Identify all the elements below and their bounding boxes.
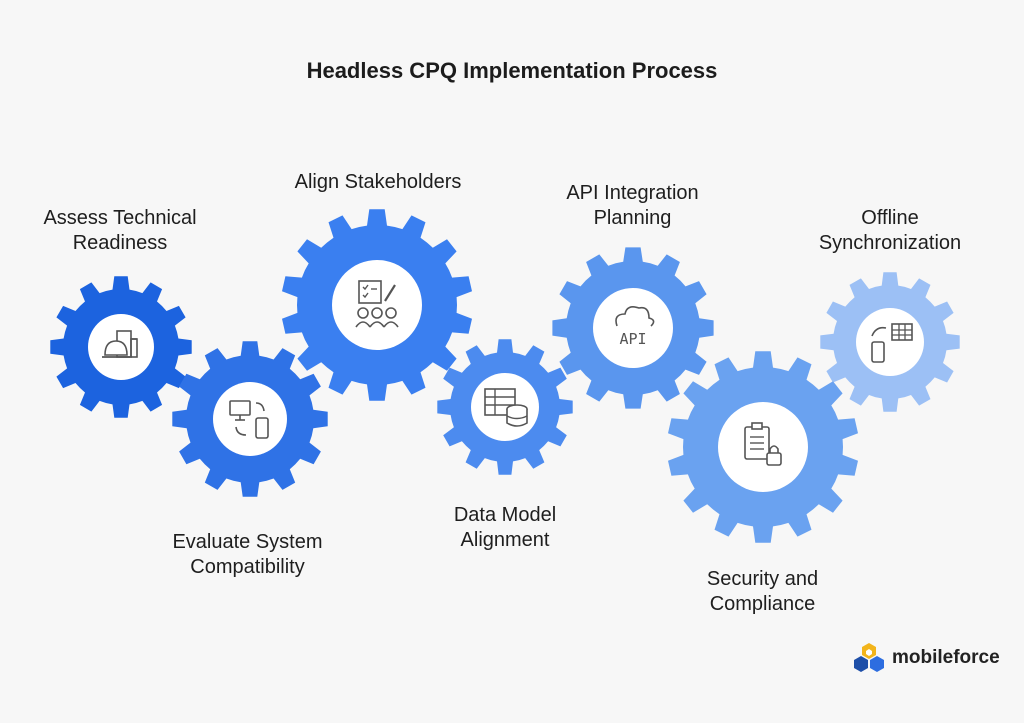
gear-security-hub xyxy=(718,402,808,492)
clipboard-lock-icon xyxy=(744,422,782,466)
gear-evaluate xyxy=(172,341,328,497)
gear-api: API xyxy=(552,247,714,409)
gear-align xyxy=(282,209,472,401)
gear-offline xyxy=(820,272,960,412)
gear-api-hub xyxy=(593,288,673,368)
brand: mobileforce xyxy=(852,641,1000,675)
gear-data xyxy=(437,339,573,475)
gear-align-hub xyxy=(332,260,422,350)
desktop-mobile-sync-icon xyxy=(229,400,269,439)
gear-assess xyxy=(50,276,192,418)
hardhat-building-icon xyxy=(102,330,138,358)
gear-offline-hub xyxy=(856,308,924,376)
checklist-team-icon xyxy=(355,280,399,328)
cloud-api-icon: API xyxy=(615,306,655,348)
mobileforce-logo-icon xyxy=(854,643,884,672)
label-align: Align Stakeholders xyxy=(294,171,462,193)
table-database-icon xyxy=(484,388,528,427)
mobile-table-sync-icon xyxy=(871,323,913,363)
gear-evaluate-hub xyxy=(213,382,287,456)
gear-data-hub xyxy=(471,373,539,441)
gear-security xyxy=(668,351,858,543)
brand-name: mobileforce xyxy=(892,647,1000,668)
page-title: Headless CPQ Implementation Process xyxy=(306,58,718,83)
svg-text:API: API xyxy=(619,330,646,348)
